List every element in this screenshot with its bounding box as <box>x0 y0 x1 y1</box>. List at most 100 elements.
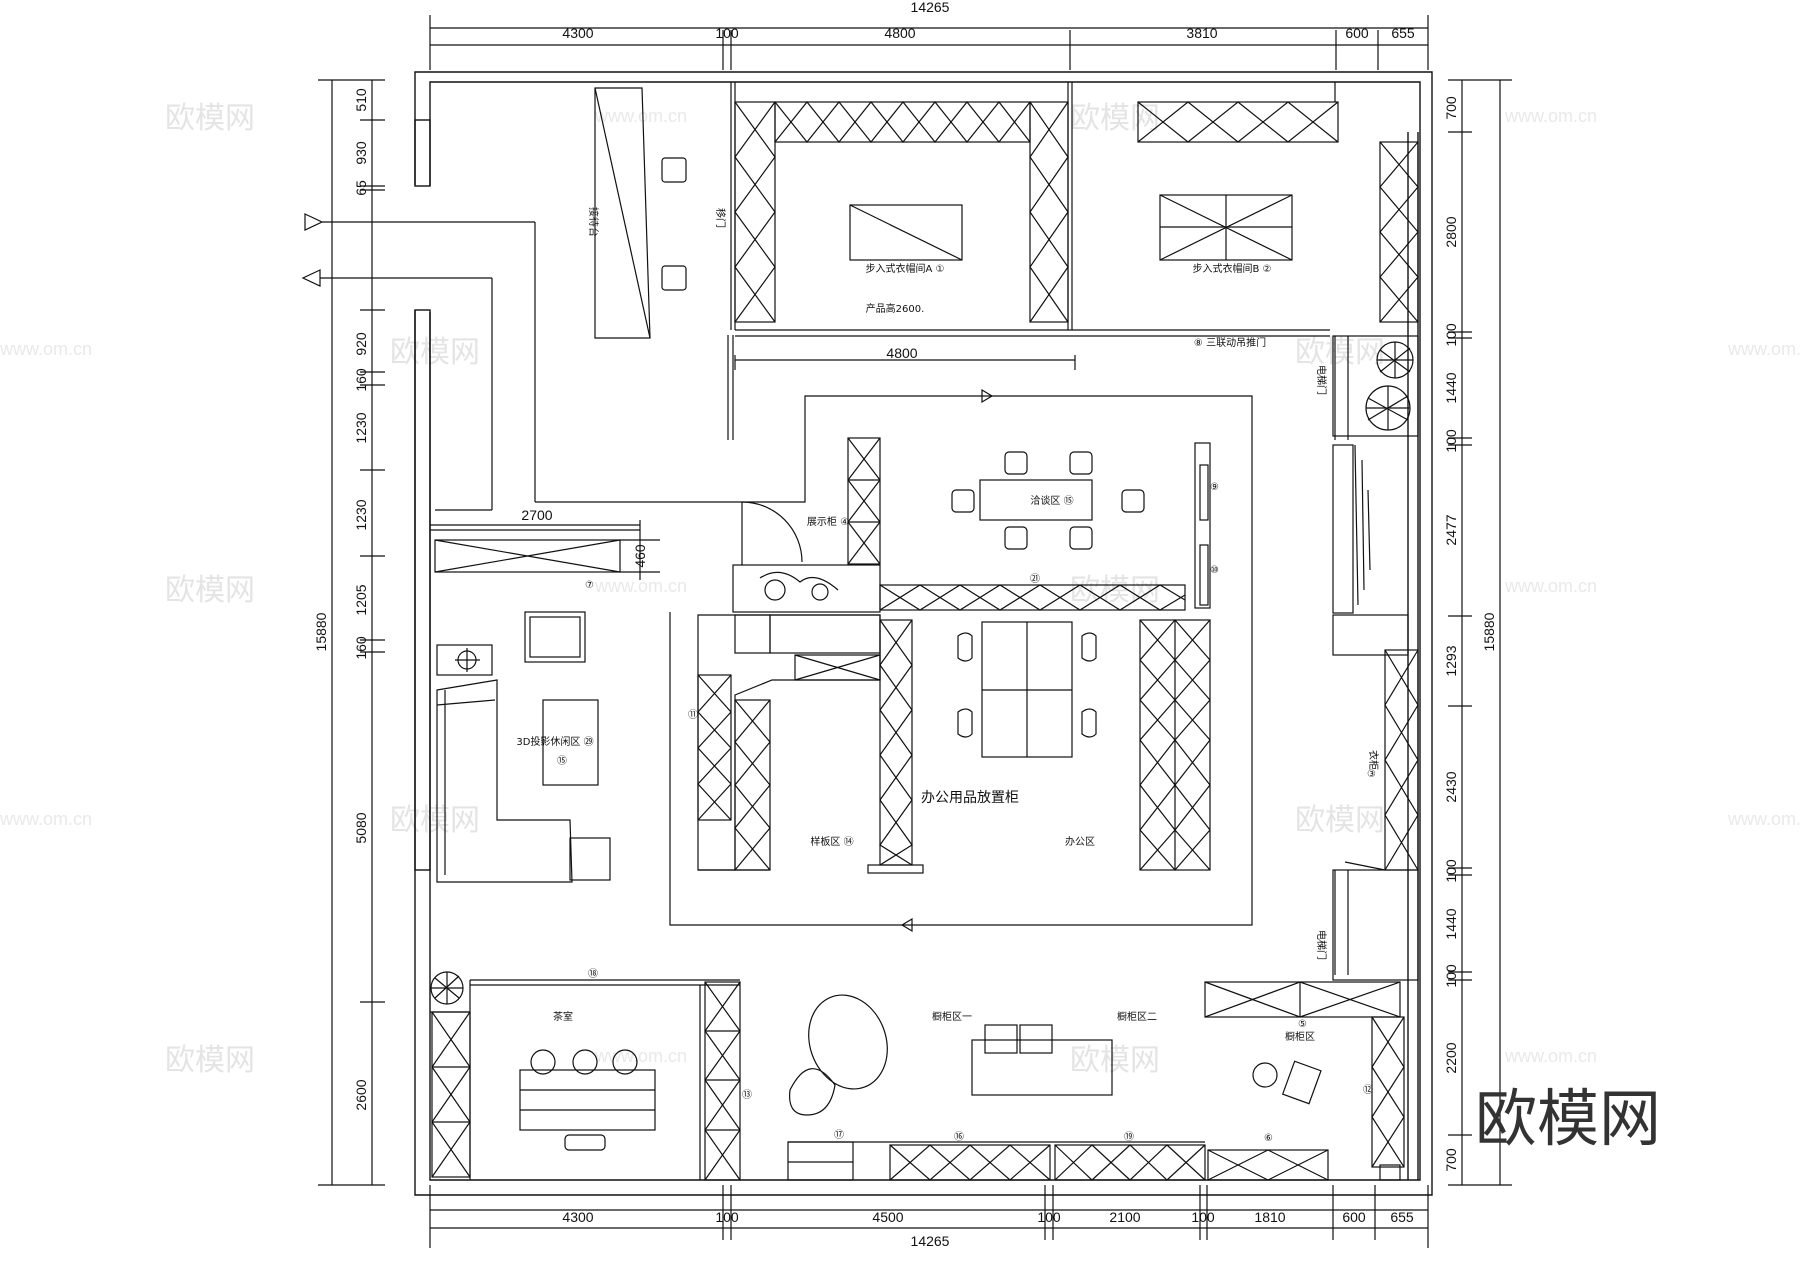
negotiation-table <box>951 442 1211 609</box>
dim-right-12: 2200 <box>1443 1042 1459 1073</box>
watermark-text: 欧模网 <box>1070 1043 1160 1078</box>
label-reception: 接待台 <box>587 207 600 237</box>
kitchen-area <box>787 981 1405 1181</box>
dim-right-3: 100 <box>1443 323 1459 347</box>
dim-top-1: 4300 <box>562 25 593 41</box>
label-product-height: 产品高2600. <box>866 302 925 315</box>
watermark-url: www.om.cn <box>1727 809 1800 829</box>
marker-7: ⑦ <box>585 580 594 591</box>
office-desks <box>957 621 1097 758</box>
dim-bottom-8: 600 <box>1342 1209 1366 1225</box>
label-display-4: 展示柜 ④ <box>807 515 849 528</box>
dimension-top <box>429 15 1429 70</box>
marker-6: ⑥ <box>1264 1133 1273 1144</box>
dim-left-5: 160 <box>353 368 369 392</box>
dim-left-1: 510 <box>353 88 369 112</box>
dim-top-5: 600 <box>1345 25 1369 41</box>
label-elevator-top: 电梯门 <box>1315 365 1328 395</box>
dim-right-7: 1293 <box>1443 645 1459 676</box>
watermark-url: www.om.cn <box>1504 1046 1597 1066</box>
dim-left-4: 920 <box>353 332 369 356</box>
watermark-url: www.om.cn <box>594 576 687 596</box>
dim-top-2: 100 <box>715 25 739 41</box>
marker-16: ⑯ <box>954 1131 964 1143</box>
marker-11: ⑪ <box>688 709 698 721</box>
watermark-url: www.om.cn <box>1727 339 1800 359</box>
dim-bottom-1: 4300 <box>562 1209 593 1225</box>
marker-18: ⑱ <box>588 968 598 980</box>
dim-right-5: 100 <box>1443 429 1459 453</box>
elevator-area <box>1332 335 1419 981</box>
watermark-url: www.om.cn <box>594 106 687 126</box>
dim-right-total: 15880 <box>1481 612 1497 651</box>
dim-left-8: 1205 <box>353 584 369 615</box>
door-swing <box>741 501 803 565</box>
watermark-text: 欧模网 <box>165 1043 255 1078</box>
dim-left-2: 930 <box>353 141 369 165</box>
watermark-text: 欧模网 <box>165 573 255 608</box>
marker-3: ③ <box>1367 769 1376 780</box>
plant-icons <box>430 341 1414 1005</box>
marker-21: ㉑ <box>1030 573 1040 585</box>
label-cabinet-a: 橱柜区一 <box>932 1010 972 1023</box>
outer-walls <box>414 71 1433 1196</box>
leisure-area <box>430 520 660 883</box>
marker-5: ⑤ <box>1298 1019 1307 1030</box>
label-office-area: 办公区 <box>1065 835 1095 848</box>
dim-inner-2700: 2700 <box>521 507 552 523</box>
dim-inner-4800: 4800 <box>886 345 917 361</box>
label-tea-room: 茶室 <box>553 1010 573 1023</box>
watermark-url: www.om.cn <box>1504 576 1597 596</box>
dim-right-1: 700 <box>1443 96 1459 120</box>
dim-right-11: 100 <box>1443 964 1459 988</box>
label-cabinet-b: 橱柜区二 <box>1117 1010 1157 1023</box>
dim-bottom-7: 1810 <box>1254 1209 1285 1225</box>
dim-top-6: 655 <box>1391 25 1415 41</box>
dim-right-8: 2430 <box>1443 771 1459 802</box>
entry-arrows <box>301 213 536 510</box>
label-sample-14: 样板区 ⑭ <box>810 835 853 848</box>
marker-19: ⑲ <box>1124 1131 1134 1143</box>
label-three-door: ⑧ 三联动吊推门 <box>1194 336 1266 349</box>
label-wardrobe: 衣柜 <box>1367 750 1380 770</box>
watermark-text: 欧模网 <box>165 101 255 136</box>
dim-inner-460: 460 <box>632 544 648 568</box>
marker-9: ⑨ <box>1210 482 1219 493</box>
label-elevator-bottom: 电梯门 <box>1315 930 1328 960</box>
watermark-text: 欧模网 <box>1070 573 1160 608</box>
display-cabinet-4 <box>847 437 881 565</box>
sample-panel <box>732 564 881 613</box>
marker-10: ⑩ <box>1210 565 1219 576</box>
watermark-layer: 欧模网 欧模网 www.om.cn www.om.cn 欧模网 欧模网 www.… <box>0 101 1800 1078</box>
dim-bottom-9: 655 <box>1390 1209 1414 1225</box>
marker-15: ⑮ <box>557 755 567 767</box>
watermark-text: 欧模网 <box>1295 335 1385 370</box>
marker-12: ⑫ <box>1363 1084 1373 1096</box>
dim-right-10: 1440 <box>1443 908 1459 939</box>
dim-bottom-total: 14265 <box>911 1233 950 1249</box>
circulation-path <box>435 388 1253 933</box>
dimension-right <box>1448 79 1512 1186</box>
label-walkin-b: 步入式衣帽间B ② <box>1192 262 1271 275</box>
dim-right-9: 100 <box>1443 859 1459 883</box>
dim-bottom-2: 100 <box>715 1209 739 1225</box>
marker-17: ⑰ <box>834 1129 844 1141</box>
watermark-text: 欧模网 <box>1070 101 1160 136</box>
watermark-url: www.om.cn <box>594 1046 687 1066</box>
dim-bottom-3: 4500 <box>872 1209 903 1225</box>
cabinet-strip-21 <box>879 584 1186 611</box>
dim-left-6: 1230 <box>353 412 369 443</box>
label-office-cabinet: 办公用品放置柜 <box>921 790 1019 806</box>
reception-desk <box>594 87 687 339</box>
watermark-text: 欧模网 <box>1295 803 1385 838</box>
label-cabinet-zone: 橱柜区 <box>1285 1030 1315 1043</box>
walkin-closet-structure <box>727 82 1419 440</box>
sample-area-14 <box>697 614 881 871</box>
label-leisure: 3D投影休闲区 ㉙ <box>516 735 593 748</box>
dim-top-4: 3810 <box>1186 25 1217 41</box>
markers: ⑦ ⑨ ⑩ ⑪ ⑬ ⑰ ⑯ ⑲ ⑱ ⑤ ⑥ ③ ⑫ ㉑ ⑮ <box>557 482 1376 1144</box>
dim-bottom-5: 2100 <box>1109 1209 1140 1225</box>
dim-left-11: 2600 <box>353 1079 369 1110</box>
dimension-left <box>318 79 385 1186</box>
